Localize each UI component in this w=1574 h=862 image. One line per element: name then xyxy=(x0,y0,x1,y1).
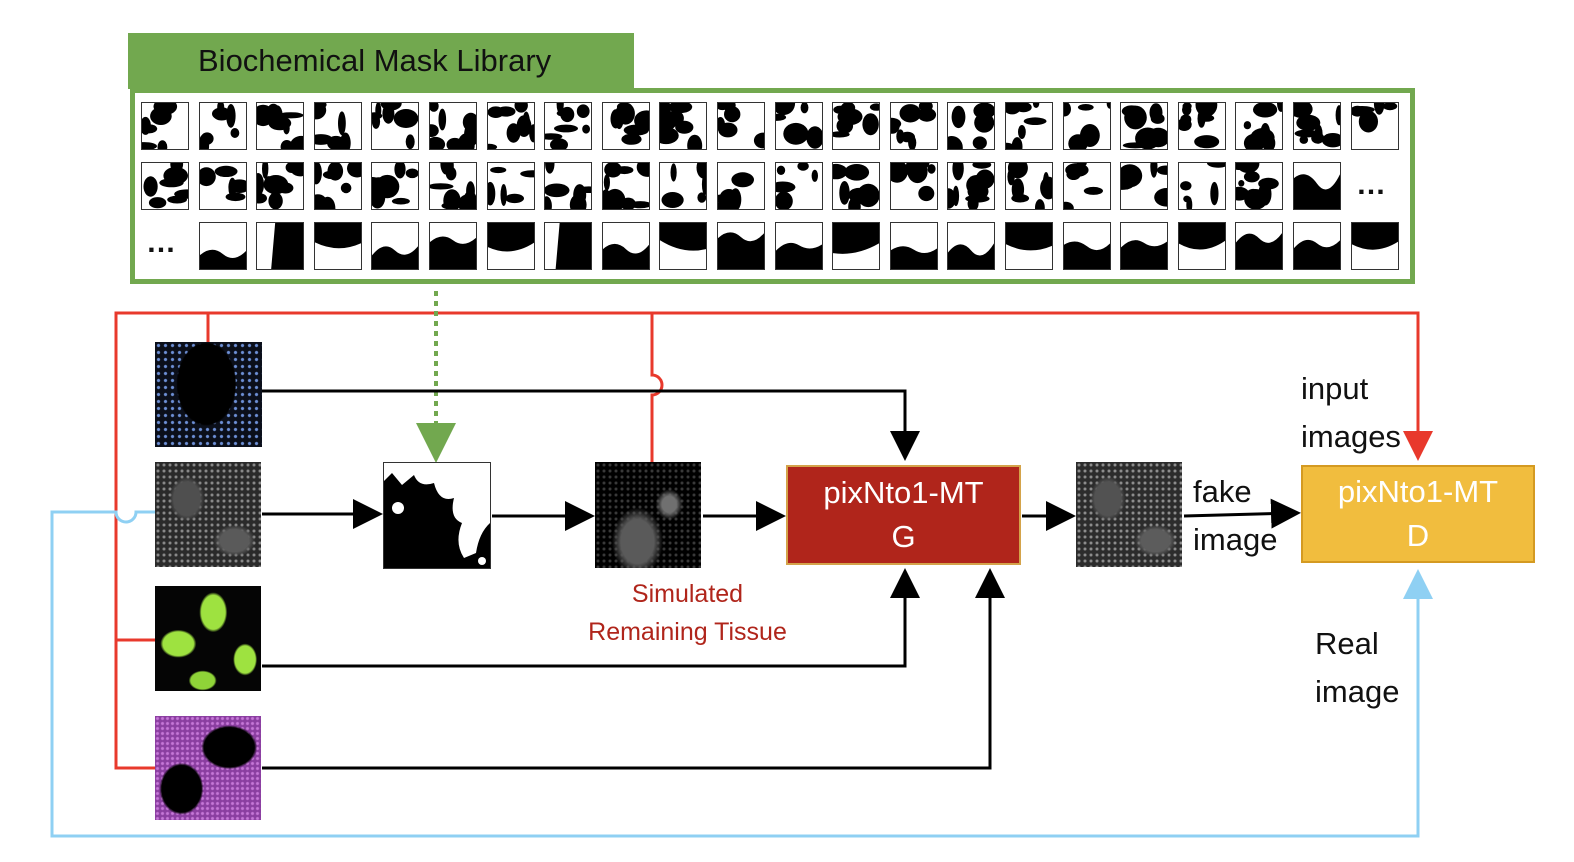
mask-library-title: Biochemical Mask Library xyxy=(128,33,634,89)
mask-thumbnail xyxy=(141,102,189,150)
mask-thumbnail xyxy=(1177,162,1226,210)
mask-thumbnail xyxy=(1293,162,1341,210)
mask-thumbnail xyxy=(717,102,765,150)
mask-row2-ellipsis: … xyxy=(1356,168,1388,201)
mask-thumbnail xyxy=(947,102,996,150)
mask-thumbnail xyxy=(774,222,823,270)
mask-thumbnail xyxy=(1062,102,1111,150)
mask-thumbnail xyxy=(947,222,996,270)
mask-thumbnail xyxy=(1350,222,1399,270)
mask-thumbnail xyxy=(1005,102,1053,150)
mask-thumbnail xyxy=(313,162,362,210)
mask-thumbnail xyxy=(1293,222,1341,270)
real-image-label: Real image xyxy=(1315,620,1399,716)
mask-thumbnail xyxy=(198,222,247,270)
mask-thumbnail xyxy=(1235,162,1284,210)
mask-thumbnail xyxy=(486,102,535,150)
mask-thumbnail xyxy=(717,162,765,210)
fake-label-line1: fake xyxy=(1193,474,1252,509)
mask-thumbnail xyxy=(1062,162,1111,210)
generator-letter: G xyxy=(891,519,916,554)
mask-thumbnail xyxy=(889,222,938,270)
fake-output-image xyxy=(1076,462,1182,567)
mask-thumbnail xyxy=(256,102,305,150)
mask-thumbnail xyxy=(141,162,189,210)
input-label-line1: input xyxy=(1301,371,1369,406)
mask-thumbnail xyxy=(429,222,477,270)
mask-thumbnail xyxy=(371,222,420,270)
generator-box: pixNto1-MT G xyxy=(786,465,1021,565)
mask-thumbnail xyxy=(1293,102,1341,150)
blue-nuclei-image xyxy=(155,342,262,447)
caption-line2: Remaining Tissue xyxy=(588,618,787,646)
mask-thumbnail xyxy=(486,162,535,210)
generator-label: pixNto1-MT xyxy=(823,475,984,510)
mask-thumbnail xyxy=(774,102,823,150)
mask-thumbnail xyxy=(429,162,477,210)
sampled-mask-image xyxy=(383,462,491,569)
mask-thumbnail xyxy=(371,102,420,150)
mask-thumbnail xyxy=(313,222,362,270)
mask-thumbnail xyxy=(1177,222,1226,270)
simulated-tissue-image xyxy=(595,462,701,568)
blue-real-image-path xyxy=(50,510,1433,838)
mask-thumbnail xyxy=(659,222,708,270)
mask-thumbnail xyxy=(1120,222,1169,270)
mask-thumbnail xyxy=(1005,162,1053,210)
discriminator-letter: D xyxy=(1406,518,1430,553)
mask-thumbnail xyxy=(774,162,823,210)
mask-thumbnail xyxy=(659,102,708,150)
mask-thumbnail xyxy=(659,162,708,210)
mask-thumbnail xyxy=(544,222,593,270)
green-nuclei-image xyxy=(155,586,261,691)
mask-row3-ellipsis: … xyxy=(146,226,178,259)
black-flow-paths xyxy=(262,389,1301,770)
real-label-line1: Real xyxy=(1315,626,1379,661)
simulated-tissue-caption: Simulated Remaining Tissue xyxy=(560,575,815,651)
caption-line1: Simulated xyxy=(631,580,744,608)
mask-thumbnail xyxy=(1177,102,1226,150)
mask-thumbnail xyxy=(544,162,593,210)
mask-thumbnail xyxy=(256,162,305,210)
mask-thumbnail xyxy=(601,102,650,150)
mask-thumbnail xyxy=(1350,102,1399,150)
discriminator-label: pixNto1-MT xyxy=(1337,474,1499,509)
input-images-label: input images xyxy=(1301,365,1401,461)
mask-thumbnail xyxy=(198,162,247,210)
fake-label-line2: image xyxy=(1193,522,1278,557)
fake-image-label: fake image xyxy=(1193,468,1277,564)
mask-thumbnail xyxy=(486,222,535,270)
mask-thumbnail xyxy=(832,162,881,210)
input-label-line2: images xyxy=(1301,419,1401,454)
discriminator-box: pixNto1-MT D xyxy=(1301,465,1535,563)
mask-thumbnail xyxy=(371,162,420,210)
mask-thumbnail xyxy=(1005,222,1053,270)
real-label-line2: image xyxy=(1315,674,1400,709)
mask-thumbnail xyxy=(601,162,650,210)
mask-thumbnail xyxy=(947,162,996,210)
mask-thumbnail xyxy=(717,222,765,270)
mask-thumbnail xyxy=(544,102,593,150)
mask-thumbnail xyxy=(1120,162,1169,210)
mask-thumbnail xyxy=(313,102,362,150)
mask-thumbnail xyxy=(1120,102,1169,150)
mask-thumbnail xyxy=(889,102,938,150)
mask-thumbnail xyxy=(256,222,305,270)
mask-thumbnail xyxy=(832,222,881,270)
magenta-stain-image xyxy=(155,716,261,820)
mask-thumbnail xyxy=(889,162,938,210)
gray-tissue-image xyxy=(155,462,261,567)
red-feedback-path xyxy=(114,311,1433,770)
mask-thumbnail xyxy=(1235,222,1284,270)
mask-thumbnail xyxy=(832,102,881,150)
mask-thumbnail xyxy=(1235,102,1284,150)
mask-thumbnail xyxy=(601,222,650,270)
mask-thumbnail xyxy=(1062,222,1111,270)
mask-thumbnail xyxy=(198,102,247,150)
mask-thumbnail xyxy=(429,102,477,150)
